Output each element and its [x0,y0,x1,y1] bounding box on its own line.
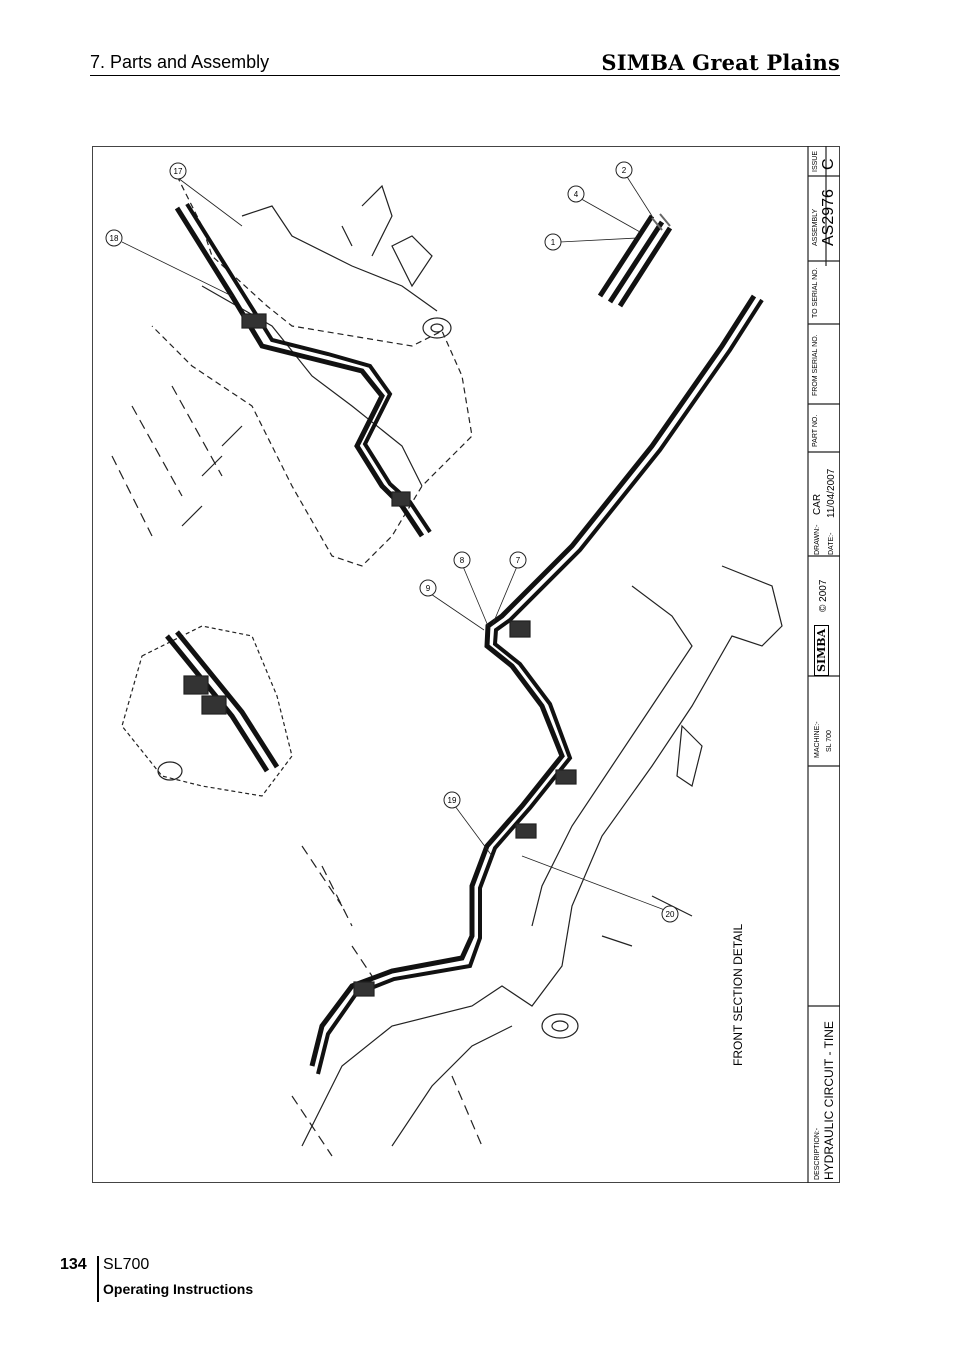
callout-7: 7 [509,551,527,569]
page-number: 134 [60,1256,87,1273]
drawing-frame [92,146,840,1183]
description-value: HYDRAULIC CIRCUIT - TINE [822,1021,836,1180]
simba-small-logo: SIMBA [814,624,829,676]
callout-17: 17 [169,162,187,180]
copyright: © 2007 [818,579,829,612]
section-title: 7. Parts and Assembly [90,52,270,72]
detail-label: FRONT SECTION DETAIL [731,923,745,1066]
drawn-value: CAR [812,493,823,515]
svg-text:7: 7 [516,556,521,565]
to-serial-label: TO SERIAL NO. [812,267,819,318]
callout-9: 9 [419,579,437,597]
header-rule [90,75,840,76]
from-serial-label: FROM SERIAL NO. [812,334,819,396]
brand-logo: SIMBA Great Plains [601,50,840,75]
callout-18: 18 [105,229,123,247]
issue-value: C [820,158,837,170]
svg-text:9: 9 [426,584,431,593]
assembly-label: ASSEMBLY [812,208,819,246]
document-type: Operating Instructions [103,1281,254,1297]
svg-text:17: 17 [174,167,183,176]
footer-divider [97,1256,99,1302]
hydraulic-drawing: 1 2 4 7 8 9 17 18 19 20 [105,146,840,1183]
svg-text:8: 8 [460,556,465,565]
svg-text:1: 1 [551,238,556,247]
callout-19: 19 [443,791,461,809]
svg-text:18: 18 [110,234,119,243]
machine-label: MACHINE:- [814,721,821,758]
svg-text:4: 4 [574,190,579,199]
callout-2: 2 [615,161,633,179]
svg-text:20: 20 [666,910,675,919]
callout-1: 1 [544,233,562,251]
drawn-label: DRAWN:- [814,524,821,555]
callout-8: 8 [453,551,471,569]
svg-text:19: 19 [448,796,457,805]
callout-4: 4 [567,185,585,203]
svg-text:2: 2 [622,166,627,175]
date-value: 11/04/2007 [826,468,837,518]
issue-label: ISSUE [812,150,819,172]
machine-value: SL 700 [826,730,833,752]
model-name: SL700 [103,1256,150,1273]
description-label: DESCRIPTION:- [814,1127,821,1180]
assembly-value: AS2976 [820,189,837,246]
date-label: DATE:- [828,532,835,555]
part-no-label: PART NO. [812,414,819,447]
callout-20: 20 [661,905,679,923]
